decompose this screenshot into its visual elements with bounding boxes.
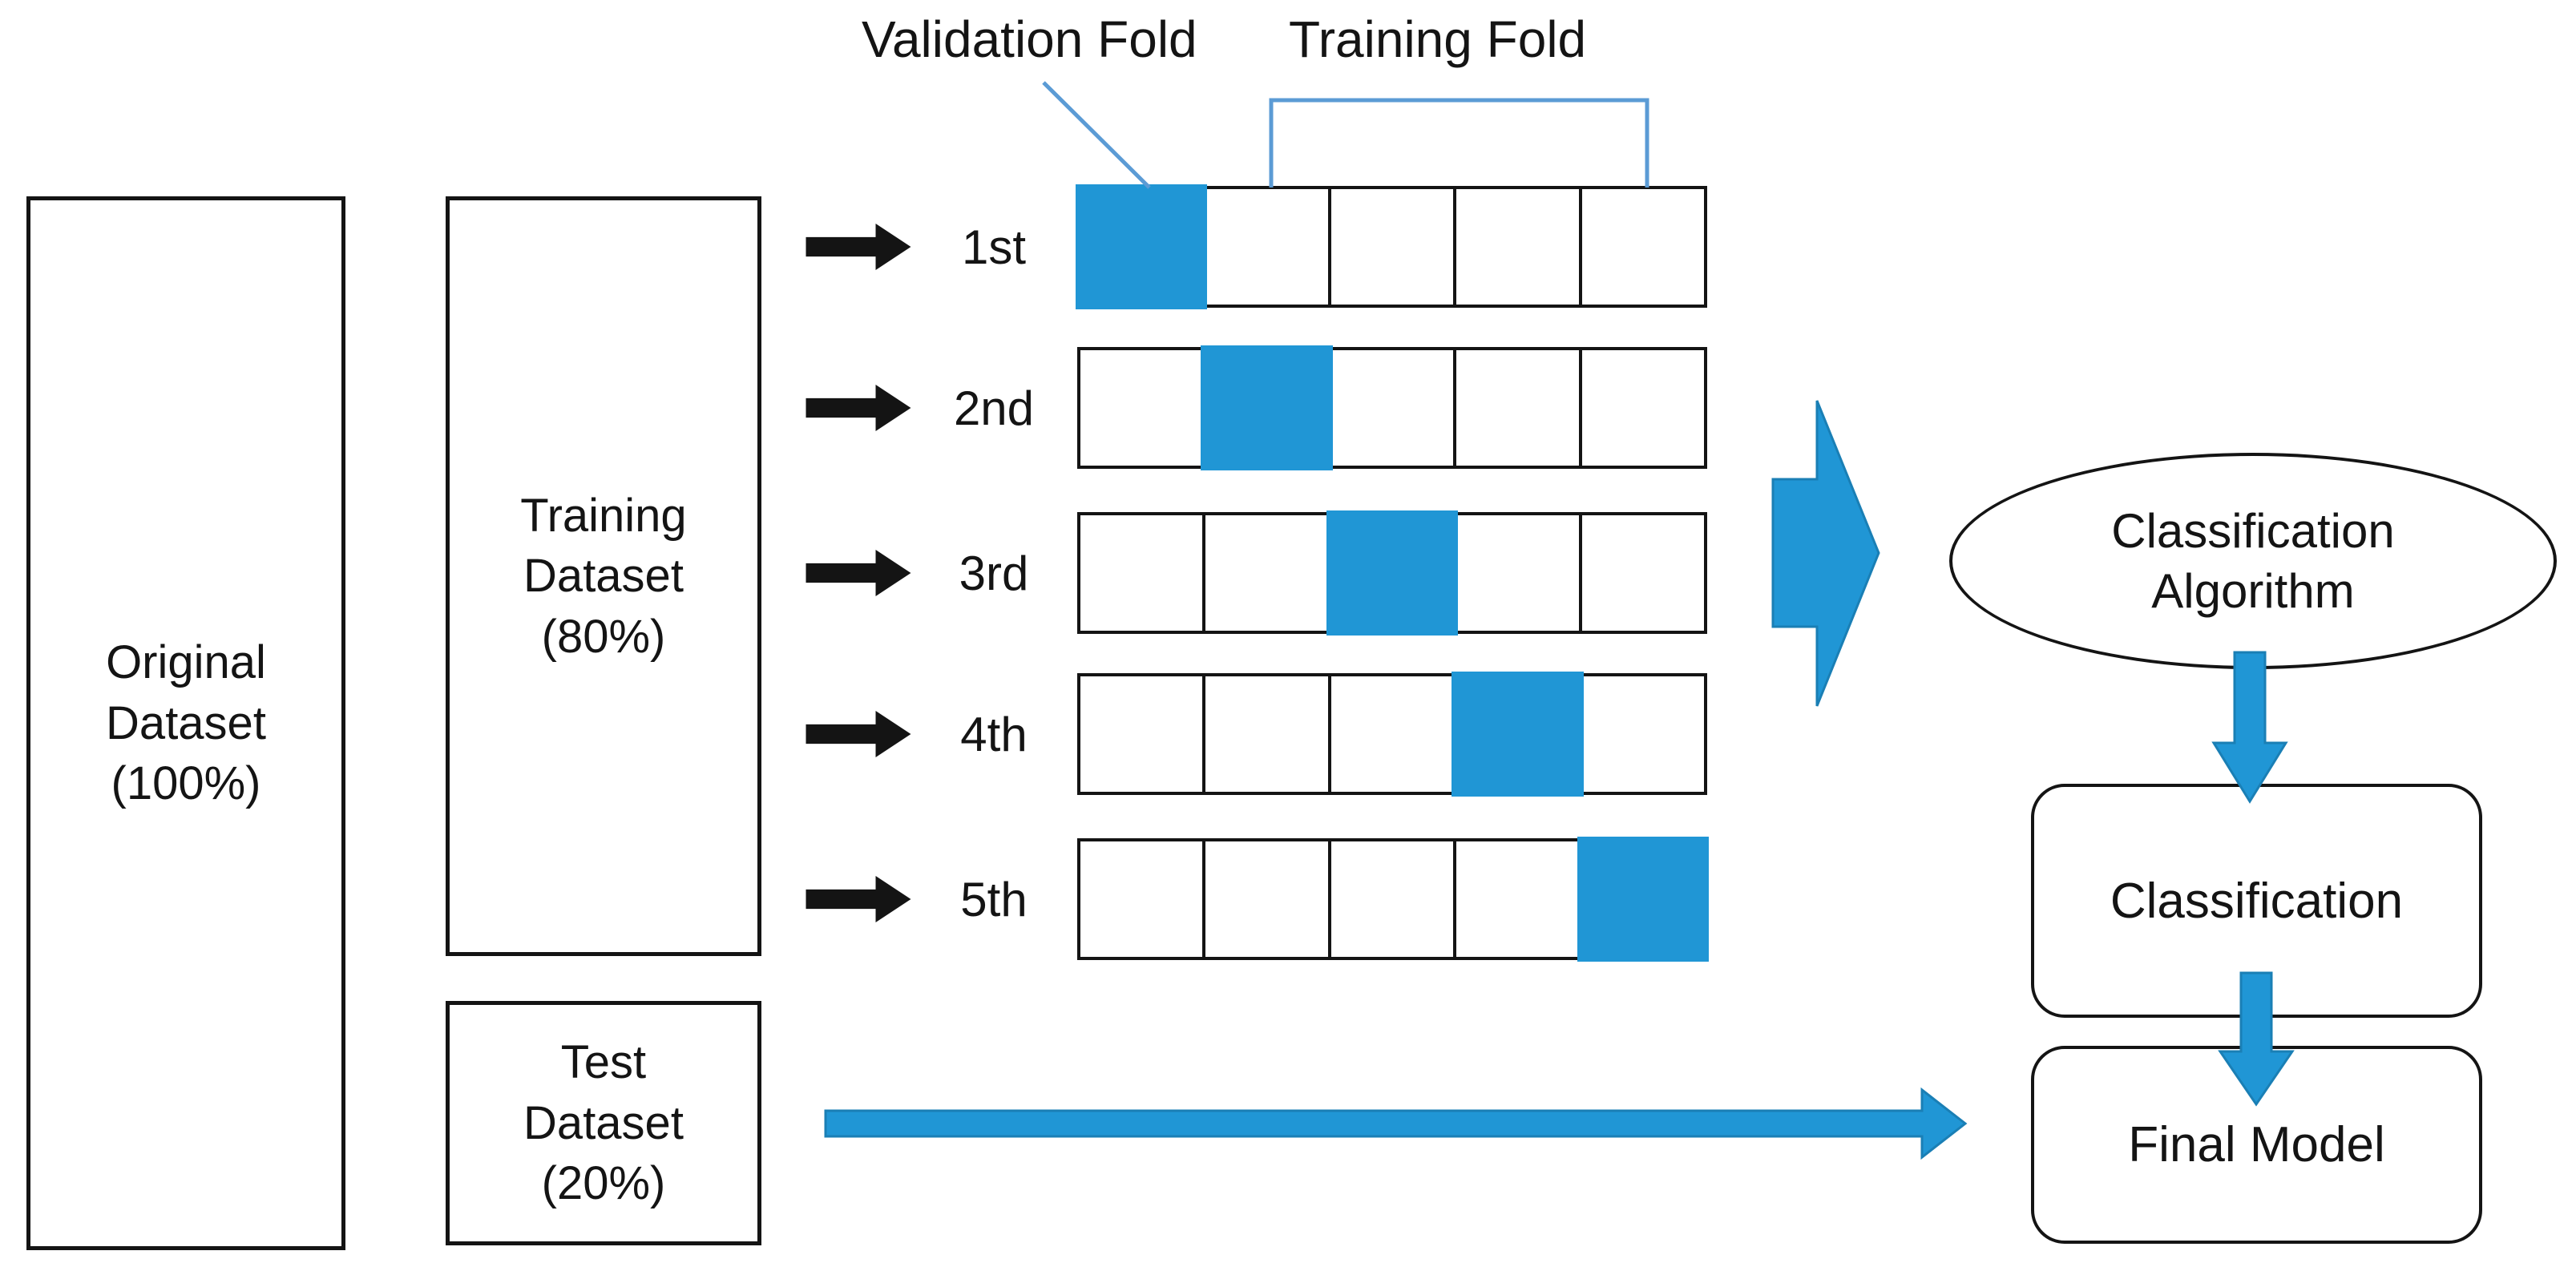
fold-row-label: 2nd: [953, 381, 1035, 435]
fold-cell: [1326, 510, 1459, 636]
classification-box: Classification: [2031, 784, 2482, 1018]
validation-fold-label: Validation Fold: [862, 10, 1197, 68]
right-arrow-icon: [806, 876, 911, 922]
test-dataset-label: Test Dataset (20%): [523, 1036, 684, 1210]
fold-cell: [1453, 515, 1578, 631]
fold-row-label: 3rd: [959, 546, 1029, 600]
fold-cell: [1453, 189, 1578, 305]
classification-algorithm-ellipse: Classification Algorithm: [1949, 453, 2557, 669]
fold-grid-2: [1077, 345, 1707, 470]
fold-cell: [1453, 841, 1578, 957]
fold-grid-5: [1077, 837, 1710, 962]
fold-row-label: 1st: [961, 220, 1027, 274]
fold-cell: [1578, 676, 1704, 792]
fold-row-3: 3rd: [0, 510, 2576, 636]
validation-fold-pointer-line: [1042, 81, 1151, 189]
fold-cell: [1452, 672, 1585, 797]
fold-cell: [1453, 350, 1578, 466]
right-arrow-icon: [806, 550, 911, 596]
right-arrow-icon: [806, 385, 911, 431]
fold-cell: [1327, 841, 1453, 957]
fold-cell: [1080, 841, 1202, 957]
test-dataset-box: Test Dataset (20%): [446, 1001, 761, 1245]
training-fold-bracket: [1269, 98, 1649, 188]
final-model-box: Final Model: [2031, 1046, 2482, 1244]
fold-cell: [1578, 189, 1704, 305]
fold-row-1: 1st: [0, 184, 2576, 309]
fold-row-5: 5th: [0, 837, 2576, 962]
fold-grid-4: [1077, 672, 1707, 797]
training-dataset-box: Training Dataset (80%): [446, 196, 761, 956]
right-arrow-icon: [806, 711, 911, 757]
fold-cell: [1075, 184, 1208, 309]
fold-row-4: 4th: [0, 672, 2576, 797]
training-dataset-label: Training Dataset (80%): [520, 489, 687, 663]
fold-cell: [1327, 189, 1453, 305]
fold-cell: [1577, 837, 1710, 962]
fold-cell: [1202, 189, 1327, 305]
fold-cell: [1327, 676, 1453, 792]
fold-row-2: 2nd: [0, 345, 2576, 470]
test-dataset-arrow: [824, 1087, 1968, 1160]
classification-label: Classification: [2110, 873, 2404, 929]
fold-row-label: 5th: [960, 872, 1028, 926]
fold-grid-3: [1077, 510, 1707, 636]
fold-cell: [1578, 350, 1704, 466]
final-model-label: Final Model: [2128, 1117, 2385, 1172]
original-dataset-label: Original Dataset (100%): [106, 636, 266, 810]
fold-cell: [1202, 676, 1327, 792]
training-fold-label: Training Fold: [1289, 10, 1587, 68]
fold-cell: [1327, 350, 1453, 466]
fold-cell: [1202, 841, 1327, 957]
fold-cell: [1202, 515, 1327, 631]
fold-cell: [1201, 345, 1334, 470]
fold-cell: [1080, 515, 1202, 631]
right-arrow-icon: [806, 224, 911, 270]
fold-grid-1: [1075, 184, 1707, 309]
fold-cell: [1578, 515, 1704, 631]
classification-algorithm-label: Classification Algorithm: [2111, 504, 2395, 618]
original-dataset-box: Original Dataset (100%): [26, 196, 345, 1250]
fold-cell: [1080, 350, 1202, 466]
fold-row-label: 4th: [960, 707, 1028, 761]
fold-cell: [1080, 676, 1202, 792]
